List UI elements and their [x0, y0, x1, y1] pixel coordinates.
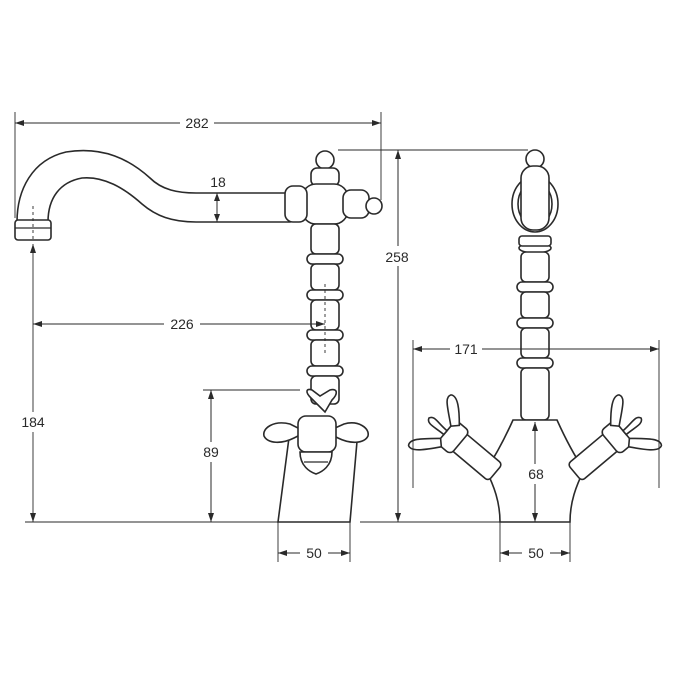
spout [16, 149, 291, 223]
top-knob [315, 150, 335, 170]
label-50-front: 50 [306, 545, 322, 561]
column [306, 223, 344, 405]
label-184: 184 [21, 414, 45, 430]
label-258: 258 [385, 249, 409, 265]
label-50-side: 50 [528, 545, 544, 561]
label-282: 282 [185, 115, 209, 131]
cross-handle-front [263, 388, 369, 475]
faucet-side-view [14, 149, 383, 523]
valve-head-front [520, 165, 550, 231]
faucet-front-view [407, 149, 663, 523]
right-handle [568, 394, 663, 481]
left-handle [407, 394, 502, 481]
valve-head [301, 183, 349, 225]
label-226: 226 [170, 316, 194, 332]
label-18: 18 [210, 174, 226, 190]
column-front [516, 251, 554, 421]
dimension-labels: 282 18 226 258 184 89 50 171 68 50 [17, 112, 550, 563]
label-171: 171 [454, 341, 478, 357]
label-68: 68 [528, 466, 544, 482]
label-89: 89 [203, 444, 219, 460]
